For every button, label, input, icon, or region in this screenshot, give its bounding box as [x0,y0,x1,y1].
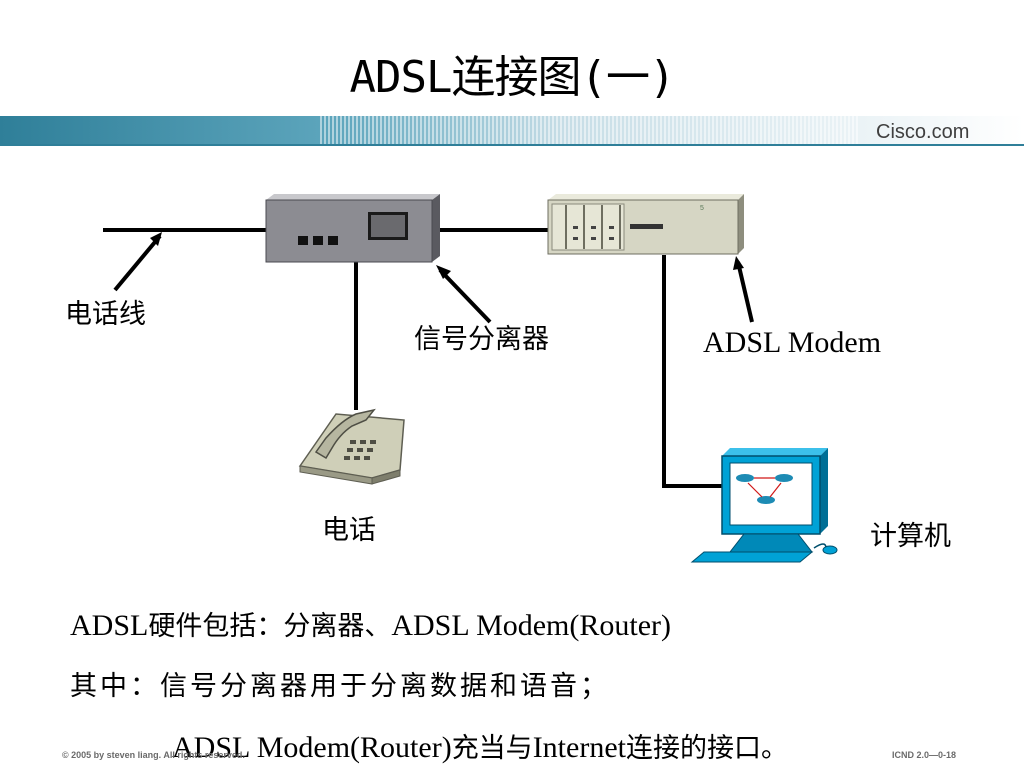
arrow-modem [733,256,754,323]
splitter-device [265,194,440,263]
arrow-splitter [436,265,492,324]
line1-adsl: ADSL [70,609,149,642]
footer-copyright: © 2005 by steven liang. All rights reser… [62,750,245,760]
phone-line-label: 电话线 [65,299,146,330]
computer-icon [690,448,838,563]
body-line-2: 其中：信号分离器用于分离数据和语音； [70,671,610,702]
adsl-modem-device: 5 [547,194,744,255]
line3-modem: ADSL Modem(Router) [172,731,452,764]
computer-label: 计算机 [870,521,951,552]
splitter-label: 信号分离器 [414,324,549,355]
line3-interface: 连接的接口。 [625,733,788,764]
line1-modem: ADSL Modem(Router) [391,609,672,642]
header-bar [0,116,1024,146]
line1-hardware: 硬件包括：分离器、 [148,611,392,642]
body-line-3: ADSL Modem(Router)充当与Internet连接的接口。 [172,726,788,765]
slide-title: ADSL连接图(一) [349,52,676,103]
modem-led-label: 5 [700,205,704,212]
cisco-logo: Cisco.com [876,121,970,143]
modem-computer-line [662,255,722,488]
footer-page-code: ICND 2.0—0-18 [892,750,957,760]
telephone-icon [298,408,405,485]
line3-internet: Internet [532,731,626,764]
body-line-1: ADSL硬件包括：分离器、ADSL Modem(Router) [70,604,671,643]
arrow-phone-line [113,232,162,292]
line3-serves: 充当与 [451,733,533,764]
modem-label: ADSL Modem [703,326,882,359]
phone-label: 电话 [322,515,376,546]
